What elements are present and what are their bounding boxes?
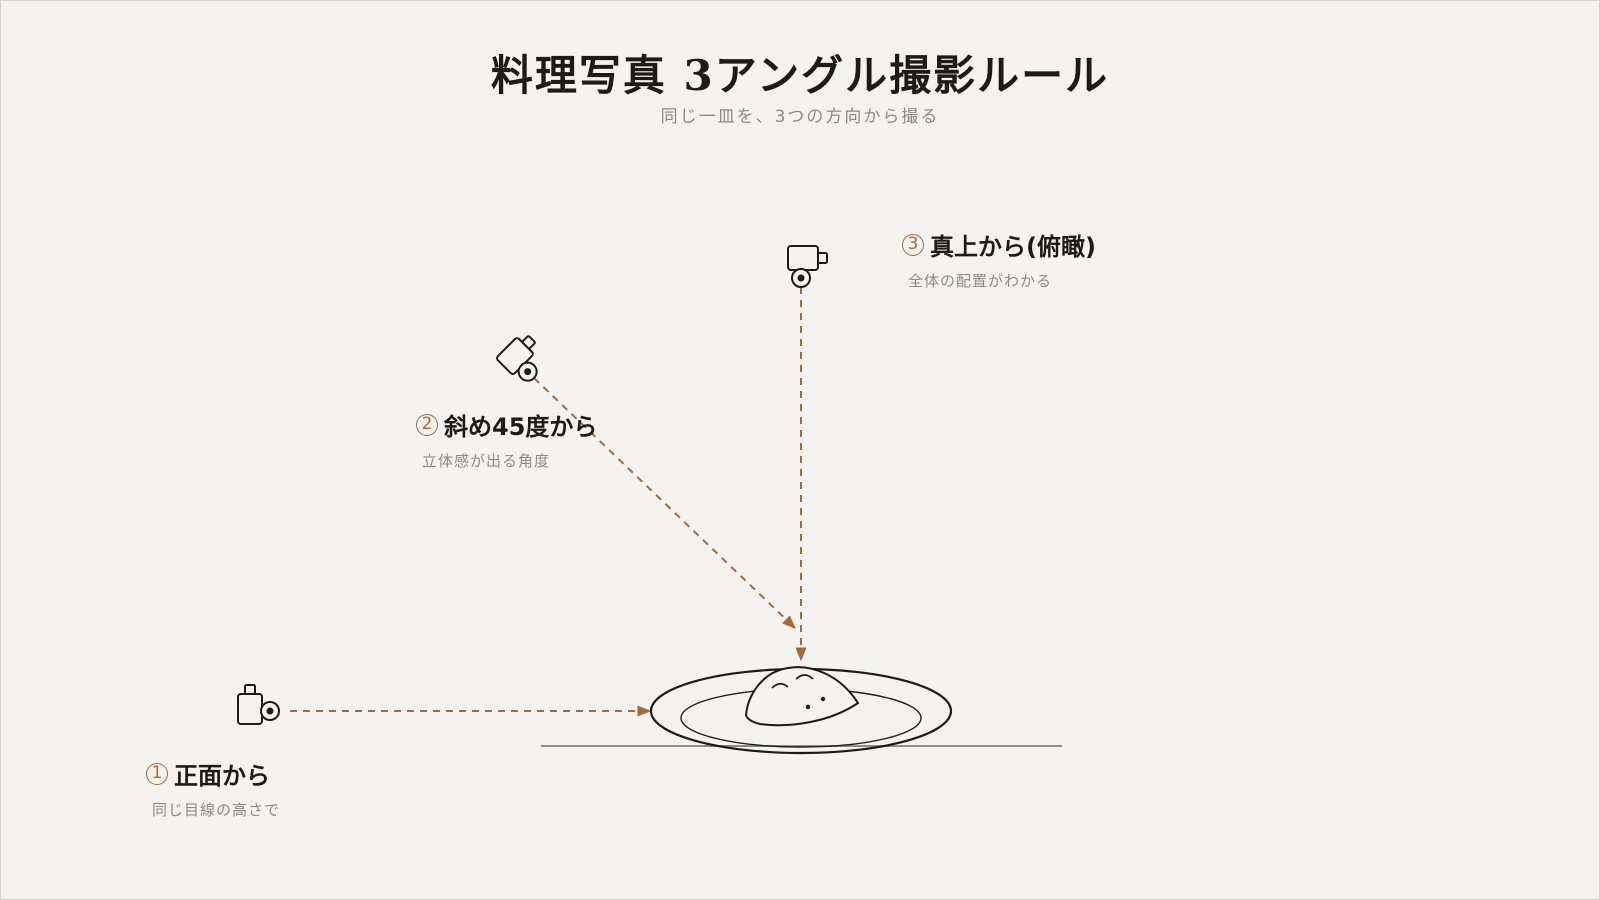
angle-title: 正面から (174, 762, 270, 790)
angle-heading: 3 真上から(俯瞰) (902, 227, 1096, 262)
angle-label-diagonal: 2 斜め45度から 立体感が出る角度 (416, 407, 597, 471)
angle-description: 同じ目線の高さで (152, 801, 281, 819)
sightline-diagonal (533, 377, 797, 629)
camera-icon (496, 335, 538, 382)
angle-title: 斜め45度から (444, 413, 598, 441)
page-subtitle: 同じ一皿を、3つの方向から撮る (660, 107, 940, 127)
angle-label-overhead: 3 真上から(俯瞰) 全体の配置がわかる (902, 227, 1096, 291)
camera-icon (787, 245, 828, 288)
angle-number-badge: 2 (416, 413, 438, 436)
dish-icon (649, 666, 953, 755)
angle-heading: 1 正面から (146, 756, 280, 791)
angle-description: 立体感が出る角度 (422, 452, 551, 470)
page-title: 料理写真 3アングル撮影ルール (490, 51, 1110, 100)
angle-description: 全体の配置がわかる (908, 272, 1053, 290)
camera-icon (237, 684, 280, 725)
angle-number-badge: 1 (146, 762, 168, 785)
angle-title: 真上から(俯瞰) (930, 233, 1096, 261)
angle-heading: 2 斜め45度から (416, 407, 597, 442)
angle-label-front: 1 正面から 同じ目線の高さで (146, 756, 280, 820)
angle-number-badge: 3 (902, 233, 924, 256)
